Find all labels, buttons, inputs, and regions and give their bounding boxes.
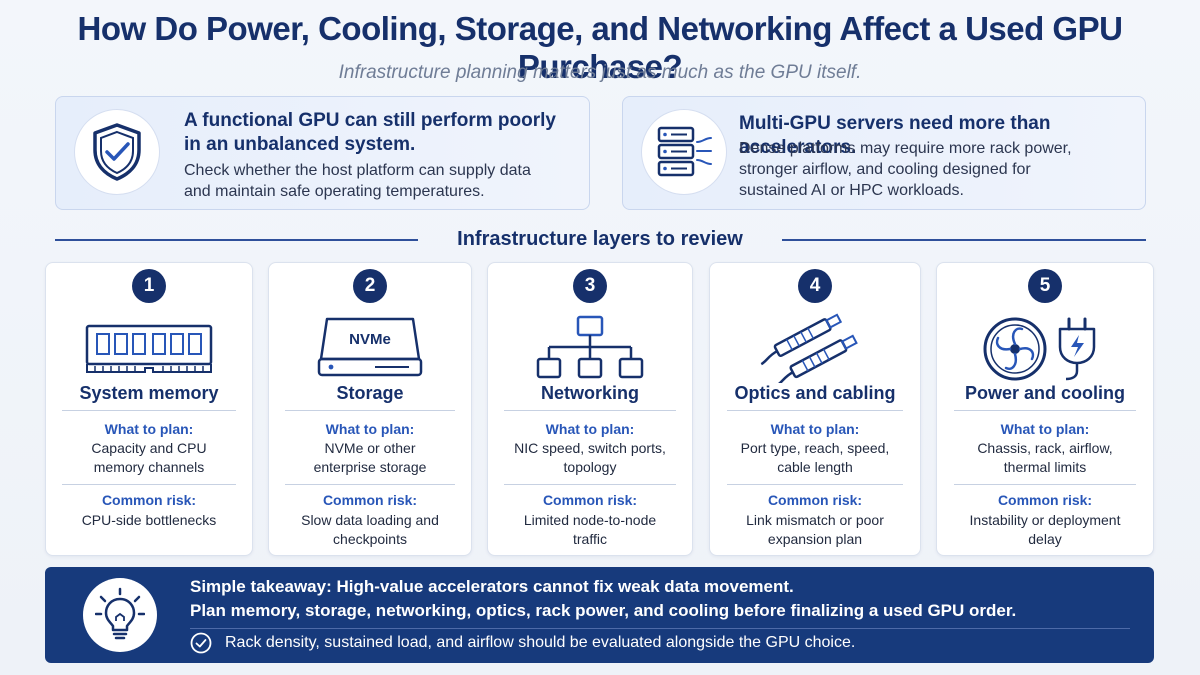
layer-divider	[62, 484, 236, 485]
check-circle-icon	[190, 632, 212, 654]
plan-text-line: Port type, reach, speed,	[740, 440, 890, 456]
section-divider-right	[782, 239, 1146, 241]
page-subtitle: Infrastructure planning matters just as …	[338, 62, 862, 83]
plan-text-line: topology	[563, 459, 617, 475]
layer-card-optics-cabling: 4 Optics and cabling What to plan:	[709, 262, 921, 556]
risk-text-line: Slow data loading and	[301, 512, 439, 528]
info-card-heading-line: A functional GPU can still perform poorl…	[184, 110, 556, 131]
network-topology-icon	[488, 307, 692, 389]
plan-label: What to plan:	[104, 421, 194, 437]
risk-label: Common risk:	[322, 492, 418, 508]
risk-label: Common risk:	[997, 492, 1093, 508]
layer-divider	[954, 484, 1136, 485]
layer-number: 1	[132, 269, 166, 303]
risk-text-line: Link mismatch or poor	[746, 512, 884, 528]
plan-text-line: Chassis, rack, airflow,	[977, 440, 1113, 456]
risk-label: Common risk:	[542, 492, 638, 508]
page-title: How Do Power, Cooling, Storage, and Netw…	[77, 10, 1123, 85]
takeaway-banner: Simple takeaway: High-value accelerators…	[45, 567, 1154, 663]
info-card-body-line: sustained AI or HPC workloads.	[739, 182, 964, 199]
layer-number: 4	[798, 269, 832, 303]
server-stack-icon	[641, 109, 727, 195]
plan-text-line: cable length	[777, 459, 853, 475]
info-card-body-line: Check whether the host platform can supp…	[184, 162, 531, 179]
risk-label: Common risk:	[101, 492, 197, 508]
risk-text-line: Instability or deployment	[969, 512, 1121, 528]
layer-card-system-memory: 1 System memory What to plan: Capacity a…	[45, 262, 253, 556]
plan-label: What to plan:	[770, 421, 860, 437]
lightbulb-icon	[83, 578, 157, 652]
risk-text-line: expansion plan	[767, 531, 863, 547]
memory-module-icon	[46, 307, 252, 389]
info-card-heading-line: in an unbalanced system.	[184, 134, 416, 155]
risk-label: Common risk:	[767, 492, 863, 508]
layer-divider	[726, 410, 904, 411]
info-card-body-line: Dense platforms may require more rack po…	[739, 140, 1072, 157]
risk-text-line: Limited node-to-node	[523, 512, 657, 528]
plan-label: What to plan:	[325, 421, 415, 437]
shield-check-icon	[74, 109, 160, 195]
layer-card-networking: 3 Networking What to plan: NIC speed, sw…	[487, 262, 693, 556]
plan-text-line: thermal limits	[1003, 459, 1087, 475]
takeaway-line-2: Plan memory, storage, networking, optics…	[190, 601, 1017, 620]
section-divider-left	[55, 239, 418, 241]
layer-divider	[726, 484, 904, 485]
info-card-multi-gpu: Multi-GPU servers need more than acceler…	[622, 96, 1146, 210]
layer-divider	[504, 410, 676, 411]
layer-divider	[285, 410, 455, 411]
takeaway-divider	[190, 628, 1130, 629]
layer-divider	[285, 484, 455, 485]
info-card-heading-line: Multi-GPU servers need more than acceler…	[739, 113, 1051, 158]
risk-text-line: checkpoints	[333, 531, 407, 547]
info-card-body-line: and maintain safe operating temperatures…	[184, 183, 485, 200]
layer-card-power-cooling: 5 Power and cooling What to plan: Chassi…	[936, 262, 1154, 556]
risk-text-line: CPU-side bottlenecks	[81, 512, 217, 528]
nvme-drive-label: NVMe	[349, 331, 391, 348]
plan-text-line: NVMe or other	[324, 440, 416, 456]
plan-text-line: memory channels	[93, 459, 205, 475]
layer-divider	[954, 410, 1136, 411]
layer-divider	[62, 410, 236, 411]
layer-name: Storage	[336, 383, 404, 403]
plan-text-line: NIC speed, switch ports,	[514, 440, 666, 456]
risk-text-line: delay	[1028, 531, 1062, 547]
layer-name: Power and cooling	[964, 383, 1125, 403]
takeaway-line-3: Rack density, sustained load, and airflo…	[225, 634, 856, 651]
risk-text-line: traffic	[573, 531, 607, 547]
section-title: Infrastructure layers to review	[457, 228, 743, 250]
optical-cable-icon	[710, 307, 920, 389]
info-card-balanced-system: A functional GPU can still perform poorl…	[55, 96, 590, 210]
layer-number: 2	[353, 269, 387, 303]
plan-label: What to plan:	[1000, 421, 1090, 437]
layer-name: Optics and cabling	[734, 383, 896, 403]
layer-divider	[504, 484, 676, 485]
layer-name: System memory	[79, 383, 219, 403]
fan-and-plug-icon	[937, 307, 1153, 389]
plan-text-line: Capacity and CPU	[91, 440, 207, 456]
info-card-body-line: stronger airflow, and cooling designed f…	[739, 161, 1031, 178]
layer-number: 3	[573, 269, 607, 303]
takeaway-line-1: Simple takeaway: High-value accelerators…	[190, 577, 794, 596]
layer-card-storage: 2 NVMe Storage What to plan: NVMe or oth…	[268, 262, 472, 556]
nvme-drive-icon: NVMe	[269, 307, 471, 389]
layer-number: 5	[1028, 269, 1062, 303]
plan-text-line: enterprise storage	[313, 459, 427, 475]
plan-label: What to plan:	[545, 421, 635, 437]
layer-name: Networking	[540, 383, 639, 403]
